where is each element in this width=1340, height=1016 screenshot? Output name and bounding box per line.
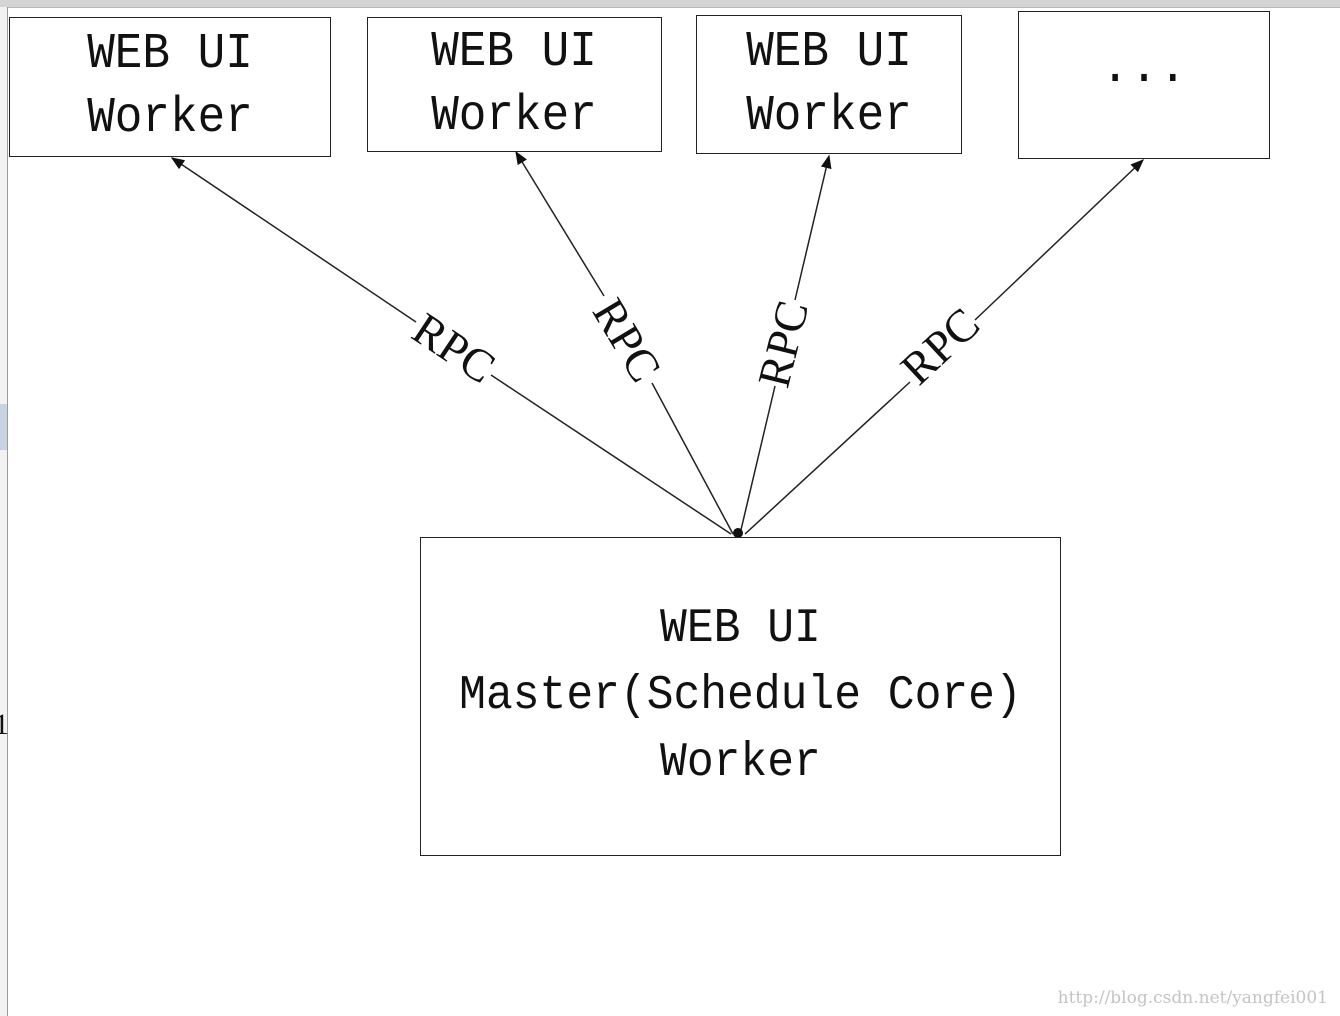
- edge-glyph: 1: [0, 708, 9, 741]
- watermark: http://blog.csdn.net/yangfei001: [1057, 988, 1328, 1008]
- rpc-arrow-3: [794, 154, 832, 301]
- rpc-arrow-4: [974, 159, 1144, 321]
- worker-node-1-title: WEB UI: [87, 26, 253, 83]
- window-left-tab: [0, 404, 7, 450]
- rpc-line-1: [490, 374, 732, 535]
- worker-node-1-role: Worker: [87, 90, 253, 147]
- worker-node-2-title: WEB UI: [431, 23, 598, 81]
- rpc-label-3: RPC: [748, 296, 819, 393]
- worker-node-2-role: Worker: [431, 87, 598, 145]
- worker-node-3-role: Worker: [746, 87, 912, 145]
- rpc-arrow-1: [170, 157, 417, 323]
- worker-node-1: WEB UI Worker: [9, 17, 331, 157]
- worker-node-3-title: WEB UI: [746, 23, 912, 81]
- rpc-label-2: RPC: [583, 290, 671, 391]
- master-node-subrole: Worker: [660, 736, 821, 791]
- junction-dot: [733, 528, 743, 538]
- window-top-edge: [0, 0, 1340, 8]
- rpc-line-2: [651, 382, 734, 535]
- rpc-label-1: RPC: [404, 303, 505, 394]
- rpc-arrow-2: [515, 150, 605, 297]
- more-workers-node: ...: [1018, 11, 1270, 159]
- master-node: WEB UI Master(Schedule Core) Worker: [420, 537, 1061, 856]
- rpc-label-4: RPC: [891, 298, 989, 395]
- worker-node-2: WEB UI Worker: [367, 17, 662, 152]
- worker-node-3: WEB UI Worker: [696, 15, 962, 154]
- rpc-line-4: [744, 381, 911, 535]
- window-left-edge: [0, 7, 8, 1016]
- master-node-role: Master(Schedule Core): [459, 668, 1022, 723]
- rpc-line-3: [739, 385, 776, 535]
- master-node-title: WEB UI: [660, 601, 821, 656]
- more-workers-label: ...: [1100, 42, 1188, 97]
